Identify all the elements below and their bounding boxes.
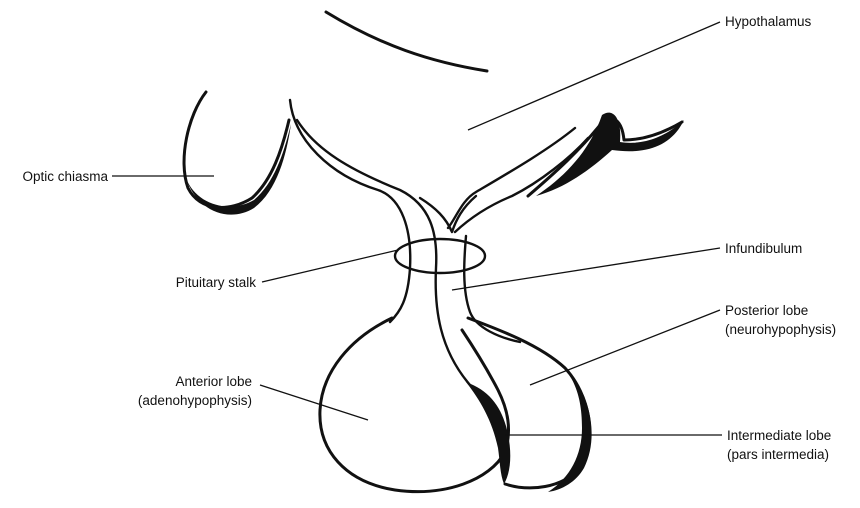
optic-chiasma-outline: [184, 92, 289, 207]
anterior-lobe-leader: [260, 385, 368, 420]
optic-chiasma-shading: [186, 124, 291, 215]
anterior-lobe-outline: [320, 318, 509, 492]
posterior-lobe-leader: [530, 310, 720, 385]
label-posterior-lobe-sub: (neurohypophysis): [725, 322, 836, 337]
pituitary-illustration: [184, 12, 684, 492]
hypothalamus-arc: [326, 12, 487, 71]
posterior-lobe-shading: [548, 364, 592, 492]
stalk-right-outer: [455, 138, 588, 232]
pituitary-stalk-ring: [395, 239, 485, 273]
label-intermediate-lobe: Intermediate lobe: [727, 428, 831, 443]
label-hypothalamus: Hypothalamus: [725, 14, 812, 29]
hypothalamus-right-curl-shading: [536, 113, 684, 196]
infundibulum-leader: [452, 248, 720, 290]
stalk-right-inner: [448, 128, 575, 228]
hypothalamus-leader: [468, 22, 720, 130]
stalk-notch: [420, 196, 476, 232]
label-optic-chiasma: Optic chiasma: [22, 169, 108, 184]
pituitary-stalk-leader: [262, 250, 398, 282]
labels: Hypothalamus Optic chiasma Infundibulum …: [22, 14, 836, 462]
label-infundibulum: Infundibulum: [725, 241, 802, 256]
label-anterior-lobe: Anterior lobe: [175, 374, 252, 389]
label-pituitary-stalk: Pituitary stalk: [176, 275, 257, 290]
label-anterior-lobe-sub: (adenohypophysis): [138, 393, 252, 408]
label-posterior-lobe: Posterior lobe: [725, 303, 808, 318]
intermediate-lobe-shading: [466, 382, 510, 484]
label-intermediate-lobe-sub: (pars intermedia): [727, 447, 829, 462]
